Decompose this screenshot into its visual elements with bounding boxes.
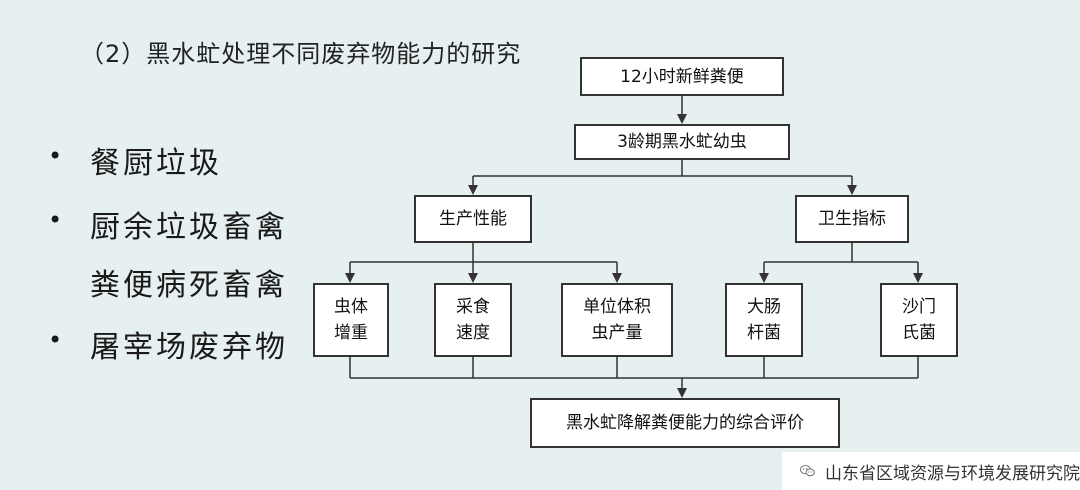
bullet-dot: •	[48, 326, 66, 354]
slide-title: （2）黑水虻处理不同废弃物能力的研究	[80, 40, 522, 68]
watermark: 山东省区域资源与环境发展研究院	[782, 452, 1080, 490]
wechat-icon	[800, 465, 815, 477]
bullet-text: 餐厨垃圾	[90, 146, 222, 181]
bullet-text: 粪便病死畜禽	[90, 268, 288, 303]
node-unit-yield: 单位体积虫产量	[561, 283, 673, 357]
bullet-dot: •	[48, 206, 66, 234]
node-evaluation: 黑水虻降解粪便能力的综合评价	[530, 398, 840, 448]
bullet-dot: •	[48, 142, 66, 170]
node-ecoli: 大肠杆菌	[725, 283, 803, 357]
bullet-text: 厨余垃圾畜禽	[90, 210, 288, 245]
node-hygiene: 卫生指标	[795, 195, 909, 243]
node-salmonella: 沙门氏菌	[880, 283, 958, 357]
node-fresh-manure: 12小时新鲜粪便	[580, 57, 784, 96]
watermark-text: 山东省区域资源与环境发展研究院	[825, 463, 1080, 484]
node-feeding-speed: 采食速度	[434, 283, 512, 357]
bullet-text: 屠宰场废弃物	[90, 330, 288, 365]
node-larvae: 3龄期黑水虻幼虫	[574, 124, 790, 160]
node-production: 生产性能	[414, 195, 532, 243]
node-weight-gain: 虫体增重	[313, 283, 389, 357]
